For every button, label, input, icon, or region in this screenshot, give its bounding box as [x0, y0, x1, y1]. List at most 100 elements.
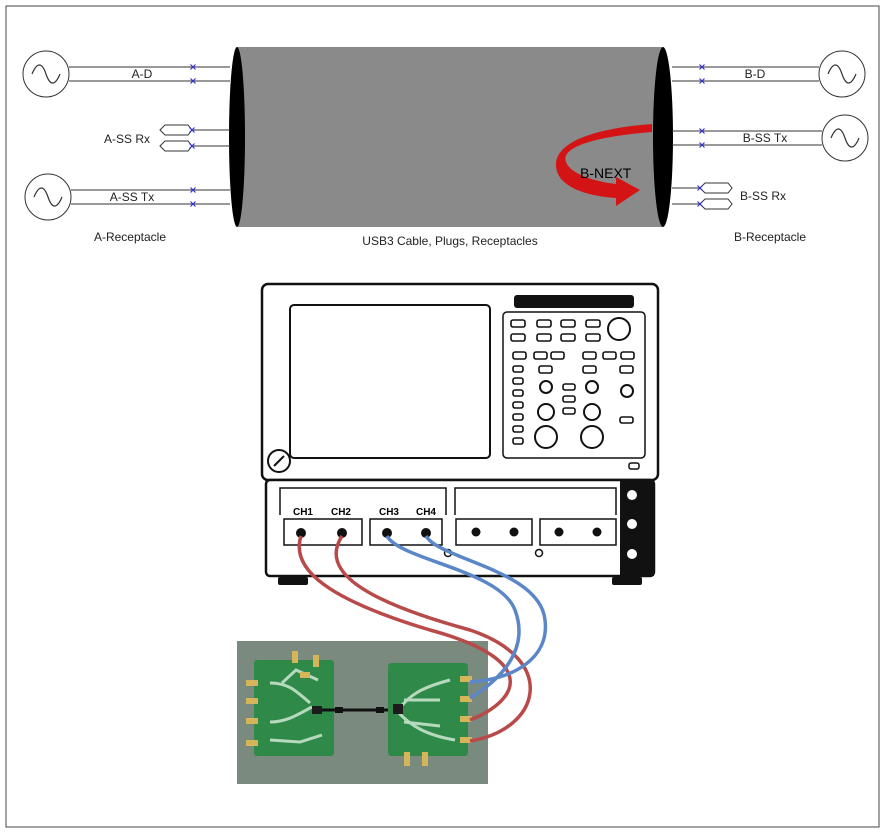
- sma-connector: [246, 740, 258, 746]
- left-port-a-ss-tx: A-SS Tx: [24, 173, 230, 221]
- ch2-probe-cable: [334, 535, 532, 743]
- sma-connector: [246, 718, 258, 724]
- sma-connector: [313, 655, 319, 667]
- ch3-connector: [382, 528, 392, 538]
- scope-button: [585, 319, 601, 328]
- side-connector: [625, 517, 639, 531]
- wire-marker: [699, 142, 705, 148]
- scope-controls: [510, 317, 635, 449]
- sma-connector: [246, 680, 258, 686]
- wire-marker: [697, 185, 703, 191]
- aux-connector: [554, 527, 564, 537]
- pcb-board-a: [246, 651, 334, 756]
- ch12-input-block: [283, 518, 363, 546]
- sma-connector: [460, 676, 472, 682]
- sma-connector: [422, 752, 428, 766]
- aux-bracket: [454, 487, 617, 515]
- ch2-connector: [337, 528, 347, 538]
- port-label: B-D: [745, 67, 766, 81]
- scope-button: [512, 351, 527, 360]
- scope-button: [533, 351, 548, 360]
- power-icon: [273, 455, 285, 467]
- termination-icon: [699, 182, 733, 194]
- scope-button: [512, 365, 524, 373]
- scope-button: [538, 365, 553, 374]
- right-receptacle-caption: B-Receptacle: [734, 230, 806, 244]
- left-receptacle-caption: A-Receptacle: [94, 230, 166, 244]
- ch3-probe-cable: [385, 534, 521, 700]
- scope-button: [536, 333, 552, 342]
- scope-knob: [537, 403, 555, 421]
- pcb-traces: [269, 668, 323, 744]
- right-port-b-ss-rx: B-SS Rx: [672, 182, 786, 210]
- scope-knob: [580, 425, 604, 449]
- wire-marker: [699, 78, 705, 84]
- scope-button: [560, 333, 576, 342]
- left-port-a-d: A-D: [22, 50, 230, 98]
- aux-input-block: [539, 518, 617, 546]
- scope-button: [582, 351, 597, 360]
- port-label: B-SS Tx: [743, 131, 787, 145]
- scope-button: [619, 416, 634, 424]
- side-connector: [625, 547, 639, 561]
- wire-marker: [189, 127, 195, 133]
- wire-marker: [190, 201, 196, 207]
- scope-knob: [585, 380, 599, 394]
- oscilloscope: CH1 CH2 CH3 CH4: [260, 282, 660, 585]
- aux-connector: [471, 527, 481, 537]
- usb-receptacle: [393, 704, 403, 714]
- scope-button: [550, 351, 565, 360]
- ch2-label: CH2: [331, 507, 351, 518]
- sma-connector: [404, 752, 410, 766]
- aux-connector: [509, 527, 519, 537]
- wire-marker: [697, 201, 703, 207]
- port-label: A-D: [132, 67, 153, 81]
- sine-wave-icon: [830, 128, 860, 148]
- ch1-connector: [296, 528, 306, 538]
- scope-knob: [534, 425, 558, 449]
- scope-button: [562, 407, 576, 415]
- scope-button: [620, 351, 635, 360]
- sma-connector: [460, 737, 472, 743]
- usb-receptacle: [312, 706, 322, 714]
- scope-screen: [289, 304, 491, 459]
- sma-connector: [246, 698, 258, 704]
- scope-knob: [583, 403, 601, 421]
- scope-knob: [620, 384, 634, 398]
- next-arrow: B-NEXT: [556, 124, 652, 206]
- scope-button: [512, 437, 524, 445]
- cable-left-end: [229, 47, 245, 227]
- ch4-label: CH4: [416, 507, 436, 518]
- scope-button: [510, 333, 526, 342]
- scope-button: [512, 413, 524, 421]
- scope-button: [512, 401, 524, 409]
- sma-connector: [292, 651, 298, 663]
- scope-foot: [278, 577, 308, 585]
- right-port-b-d: B-D: [672, 50, 866, 98]
- scope-brand-bar: [514, 295, 634, 308]
- scope-button: [585, 333, 601, 342]
- scope-button: [510, 319, 526, 328]
- termination-icon: [159, 124, 193, 136]
- scope-button: [602, 351, 617, 360]
- usb-port: [628, 462, 640, 470]
- ch1-probe-cable: [297, 535, 512, 722]
- cable-caption: USB3 Cable, Plugs, Receptacles: [362, 234, 537, 248]
- sma-connector: [300, 672, 310, 678]
- termination-icon: [699, 198, 733, 210]
- cable-plug: [335, 707, 343, 713]
- next-label: B-NEXT: [580, 165, 632, 181]
- sma-connector: [460, 696, 472, 702]
- left-port-a-ss-rx: A-SS Rx: [104, 124, 230, 152]
- right-port-b-ss-tx: B-SS Tx: [672, 114, 869, 162]
- pcb-board-b: [388, 663, 472, 766]
- port-label: A-SS Rx: [104, 132, 150, 146]
- wire-marker: [190, 64, 196, 70]
- wire-marker: [190, 78, 196, 84]
- pcb-board: [388, 663, 468, 756]
- ch4-connector: [421, 528, 431, 538]
- pcb-traces: [396, 678, 456, 742]
- sine-wave-icon: [31, 64, 61, 84]
- wire-marker: [190, 187, 196, 193]
